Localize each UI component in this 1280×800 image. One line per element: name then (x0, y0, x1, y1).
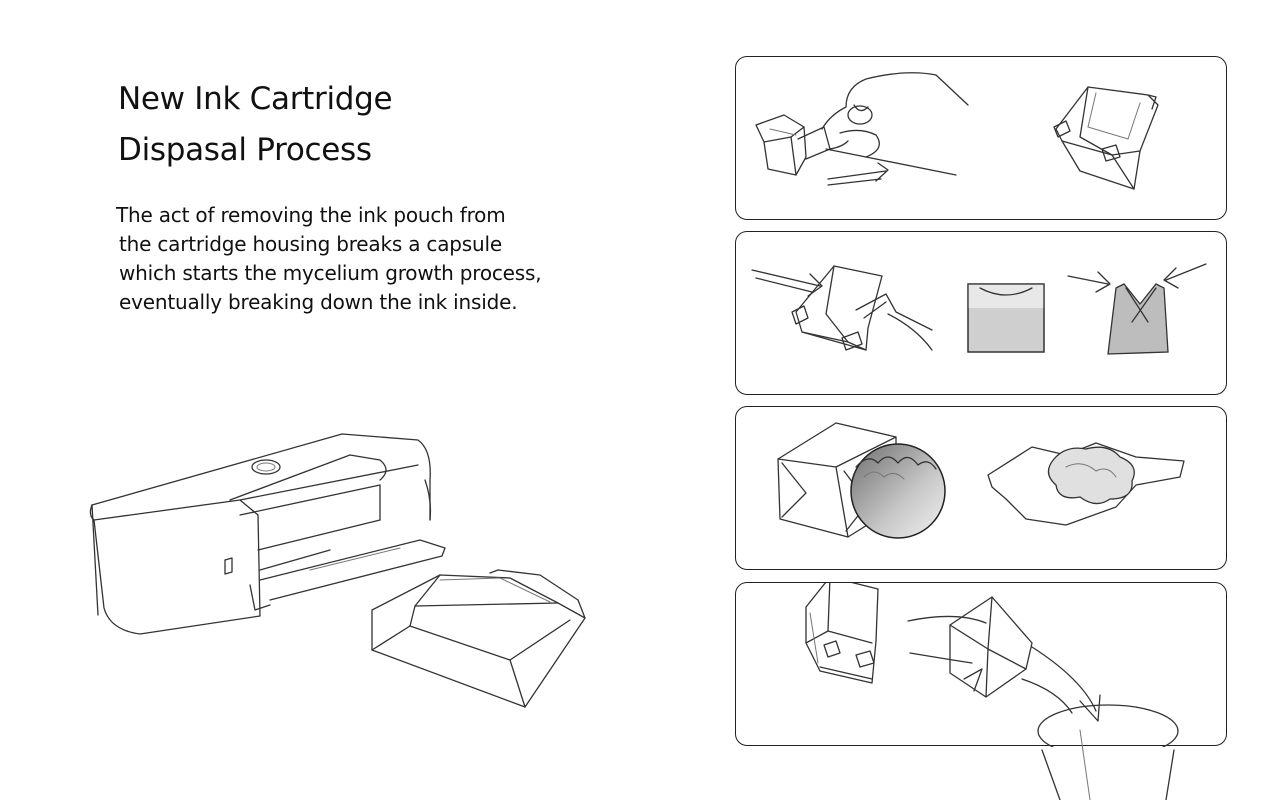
title-line-2: Dispasal Process (118, 132, 372, 168)
printer-sketch-illustration (89, 433, 586, 708)
dispose-in-bin-illustration (805, 583, 1179, 747)
process-description: The act of removing the ink pouch from t… (116, 201, 586, 317)
description-line-4: eventually breaking down the ink inside. (119, 290, 518, 314)
step-panel-4 (735, 582, 1227, 747)
page-title: New Ink Cartridge Dispasal Process (118, 74, 393, 176)
remove-pouch-illustration (755, 72, 1159, 190)
step-panel-2 (735, 231, 1227, 395)
step-panel-1 (735, 56, 1227, 220)
title-line-1: New Ink Cartridge (118, 81, 393, 117)
waste-bin-icon (1041, 729, 1175, 800)
description-line-2: the cartridge housing breaks a capsule (119, 232, 502, 256)
compress-housing-illustration (751, 263, 1207, 355)
step-panel-3 (735, 406, 1227, 570)
description-line-1: The act of removing the ink pouch from (116, 203, 506, 227)
description-line-3: which starts the mycelium growth process… (119, 261, 542, 285)
mycelium-growth-illustration (777, 422, 1185, 539)
